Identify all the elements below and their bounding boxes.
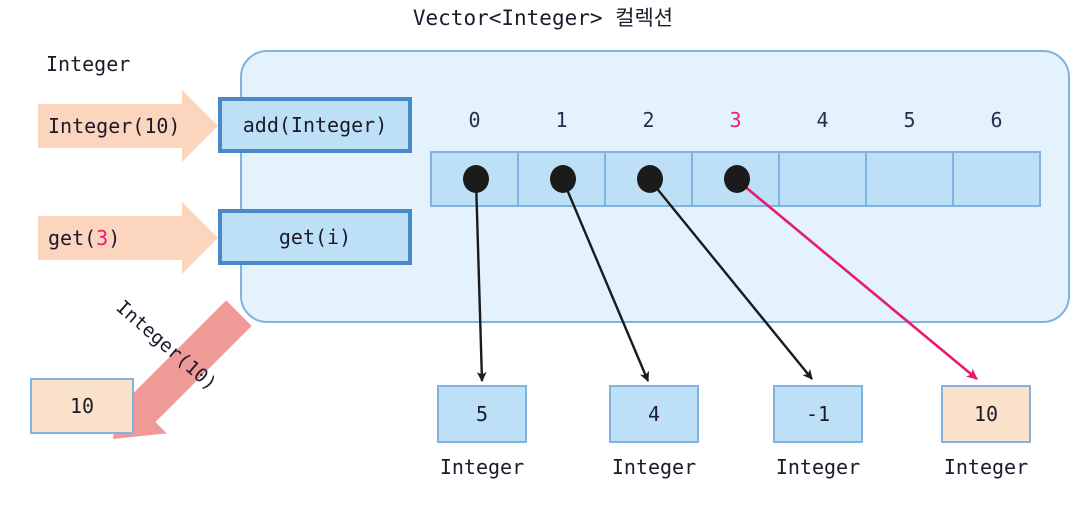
reference-arrows: [474, 178, 978, 382]
get-call-arrow[interactable]: get(3): [38, 212, 218, 264]
get-call-index: 3: [96, 226, 109, 250]
element-value-0: 5: [475, 402, 489, 426]
array-index-4: 4: [816, 108, 829, 132]
add-call-arrow[interactable]: Integer(10): [38, 100, 218, 152]
get-method-box[interactable]: get(i): [218, 209, 412, 265]
array-index-5: 5: [903, 108, 916, 132]
element-value-3: 10: [973, 402, 999, 426]
get-method-label: get(i): [278, 225, 352, 249]
element-caption-2: Integer: [775, 455, 861, 479]
result-value: 10: [69, 394, 95, 418]
integer-type-label: Integer: [46, 52, 131, 76]
add-call-arrow-shape: [38, 90, 218, 162]
array-index-2: 2: [642, 108, 655, 132]
get-call-prefix: get(: [48, 226, 97, 250]
element-box-0: 5: [437, 385, 527, 443]
get-call-arrow-shape: [38, 202, 218, 274]
array-index-0: 0: [468, 108, 481, 132]
element-caption-1: Integer: [611, 455, 697, 479]
get-call-suffix: ): [108, 226, 121, 250]
add-method-box[interactable]: add(Integer): [218, 97, 412, 153]
return-arrow-shape: [113, 300, 252, 439]
element-box-2: -1: [773, 385, 863, 443]
element-caption-3: Integer: [943, 455, 1029, 479]
array-index-6: 6: [990, 108, 1003, 132]
reference-dots: [463, 165, 750, 193]
element-value-1: 4: [647, 402, 661, 426]
add-method-label: add(Integer): [242, 113, 388, 137]
array-index-1: 1: [555, 108, 568, 132]
page-title: Vector<Integer> 컬렉션: [412, 6, 674, 30]
element-box-1: 4: [609, 385, 699, 443]
element-value-2: -1: [805, 402, 831, 426]
result-value-box: 10: [30, 378, 134, 434]
array-index-3: 3: [729, 108, 742, 132]
element-box-3: 10: [941, 385, 1031, 443]
element-caption-0: Integer: [439, 455, 525, 479]
add-call-label: Integer(10): [48, 114, 181, 138]
